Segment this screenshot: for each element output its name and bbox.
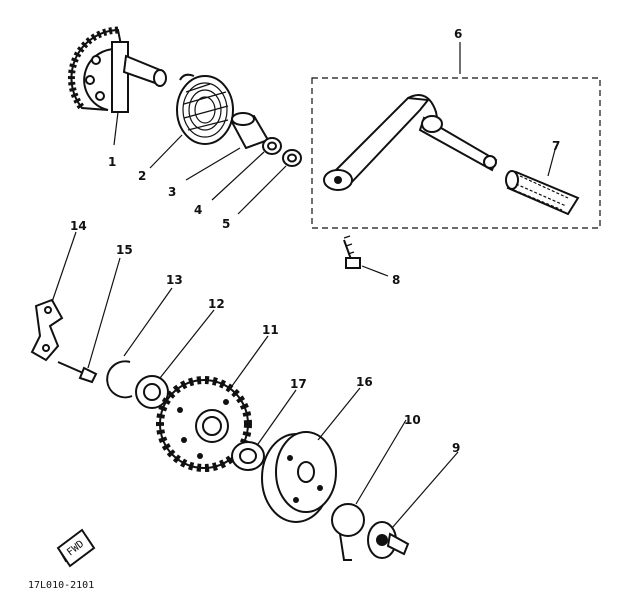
part-kick-gear — [156, 335, 269, 472]
callout-6: 6 — [454, 27, 462, 41]
callout-2: 2 — [138, 169, 146, 183]
callout-8: 8 — [392, 273, 400, 287]
callout-9: 9 — [452, 441, 460, 455]
part-spring — [149, 73, 234, 169]
callout-5: 5 — [222, 217, 230, 231]
callout-1: 1 — [108, 155, 116, 169]
drawing-code: 17L010-2101 — [28, 580, 94, 591]
part-kick-axle — [67, 26, 167, 146]
callout-14: 14 — [70, 219, 87, 233]
part-kick-crank-box — [311, 42, 601, 229]
fwd-arrow-icon — [56, 528, 96, 568]
part-washers — [211, 137, 302, 215]
callout-17: 17 — [290, 377, 307, 391]
callout-3: 3 — [168, 185, 176, 199]
part-thrust-washer — [231, 389, 297, 471]
callout-16: 16 — [356, 375, 373, 389]
callout-11: 11 — [262, 323, 279, 337]
callout-12: 12 — [208, 297, 225, 311]
callout-4: 4 — [194, 203, 202, 217]
part-ratchet-spring — [331, 419, 407, 561]
part-bushing — [135, 309, 215, 409]
callout-13: 13 — [166, 273, 183, 287]
callout-10: 10 — [404, 413, 421, 427]
part-bolt — [343, 235, 389, 277]
part-screw — [57, 257, 121, 384]
part-stopper-plate — [30, 231, 77, 362]
part-circlip — [106, 287, 173, 399]
callout-15: 15 — [116, 243, 133, 257]
callout-7: 7 — [552, 139, 560, 153]
part-ratchet — [261, 387, 361, 523]
part-idle-gear — [367, 451, 459, 559]
